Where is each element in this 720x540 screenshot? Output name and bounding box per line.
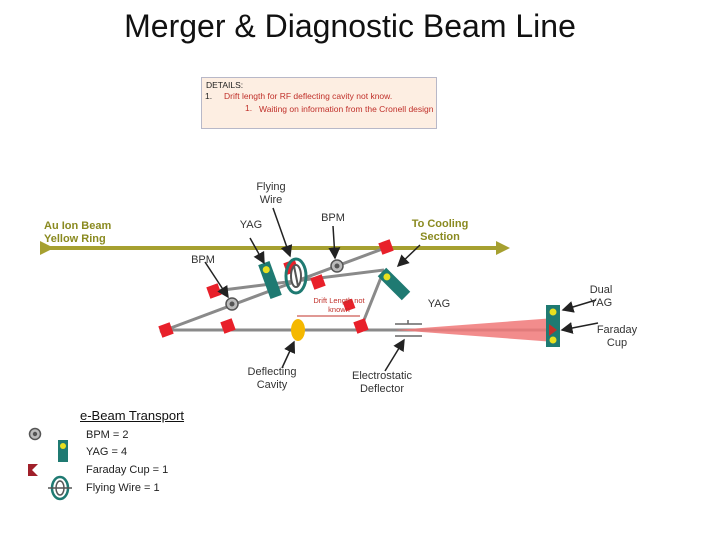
faraday-cup-icon xyxy=(28,464,38,476)
flying-wire-icon xyxy=(284,257,308,295)
legend-item: BPM = 2 xyxy=(86,429,129,441)
arrow-electrostatic-deflector xyxy=(384,338,405,372)
arrow-flying-wire xyxy=(272,207,293,258)
magnet xyxy=(310,274,326,290)
au-ion-beam-label: Au Ion Beam Yellow Ring xyxy=(44,220,112,245)
arrow-to-cooling xyxy=(396,244,421,268)
magnet xyxy=(378,239,394,255)
bpm-label: BPM xyxy=(191,254,215,266)
details-item: Drift length for RF deflecting cavity no… xyxy=(224,91,393,101)
legend-title: e-Beam Transport xyxy=(80,408,185,423)
electrostatic-deflector-label: Electrostatic Deflector xyxy=(352,370,412,395)
arrow-faraday-cup xyxy=(560,322,599,334)
magnets xyxy=(158,239,394,338)
drift-length-label: Drift Length not known xyxy=(313,296,365,314)
magnet xyxy=(353,318,369,334)
faraday-cup-icon xyxy=(549,324,557,336)
arrow-yag-top xyxy=(249,237,265,265)
legend-item: Flying Wire = 1 xyxy=(86,482,160,494)
bpm-icon xyxy=(330,259,344,273)
yag-icon xyxy=(58,440,68,462)
bpm-icon xyxy=(225,297,239,311)
details-item-number: 1. xyxy=(205,91,213,101)
arrow-deflecting-cavity xyxy=(281,340,296,369)
ion-beam-arrow-left xyxy=(40,241,54,255)
details-box: DETAILS: 1. Drift length for RF deflecti… xyxy=(201,77,437,129)
dual-yag-label: Dual YAG xyxy=(589,284,613,309)
magnet xyxy=(220,318,236,334)
details-heading: DETAILS: xyxy=(206,80,244,90)
yag-label: YAG xyxy=(239,219,263,231)
details-subitem: Waiting on information from the Cronell … xyxy=(259,104,434,114)
flying-wire-label: Flying Wire xyxy=(256,181,286,206)
legend-item: Faraday Cup = 1 xyxy=(86,464,169,476)
page-title: Merger & Diagnostic Beam Line xyxy=(124,8,576,44)
bpm-icon xyxy=(28,427,42,441)
arrow-dual-yag xyxy=(561,299,597,313)
ion-beam-arrow-right xyxy=(496,241,510,255)
to-cooling-label: To Cooling Section xyxy=(411,218,469,243)
details-subitem-number: 1. xyxy=(245,103,253,113)
legend-item: YAG = 4 xyxy=(86,446,128,458)
yag-label: YAG xyxy=(427,298,451,310)
magnet xyxy=(206,283,222,299)
arrow-bpm-top xyxy=(328,225,341,260)
deflecting-cavity-icon xyxy=(291,319,305,341)
magnet xyxy=(158,322,174,338)
magnet xyxy=(342,298,356,312)
arrow-bpm-left xyxy=(204,261,229,299)
yag-icon xyxy=(258,261,282,299)
yag-icon xyxy=(377,267,411,301)
flying-wire-icon xyxy=(48,475,72,501)
dual-yag-faraday-icon xyxy=(546,305,560,347)
laser-beam xyxy=(395,318,555,342)
faraday-cup-label: Faraday Cup xyxy=(596,324,638,349)
bpm-label: BPM xyxy=(321,212,345,224)
deflecting-cavity-label: Deflecting Cavity xyxy=(247,366,297,391)
